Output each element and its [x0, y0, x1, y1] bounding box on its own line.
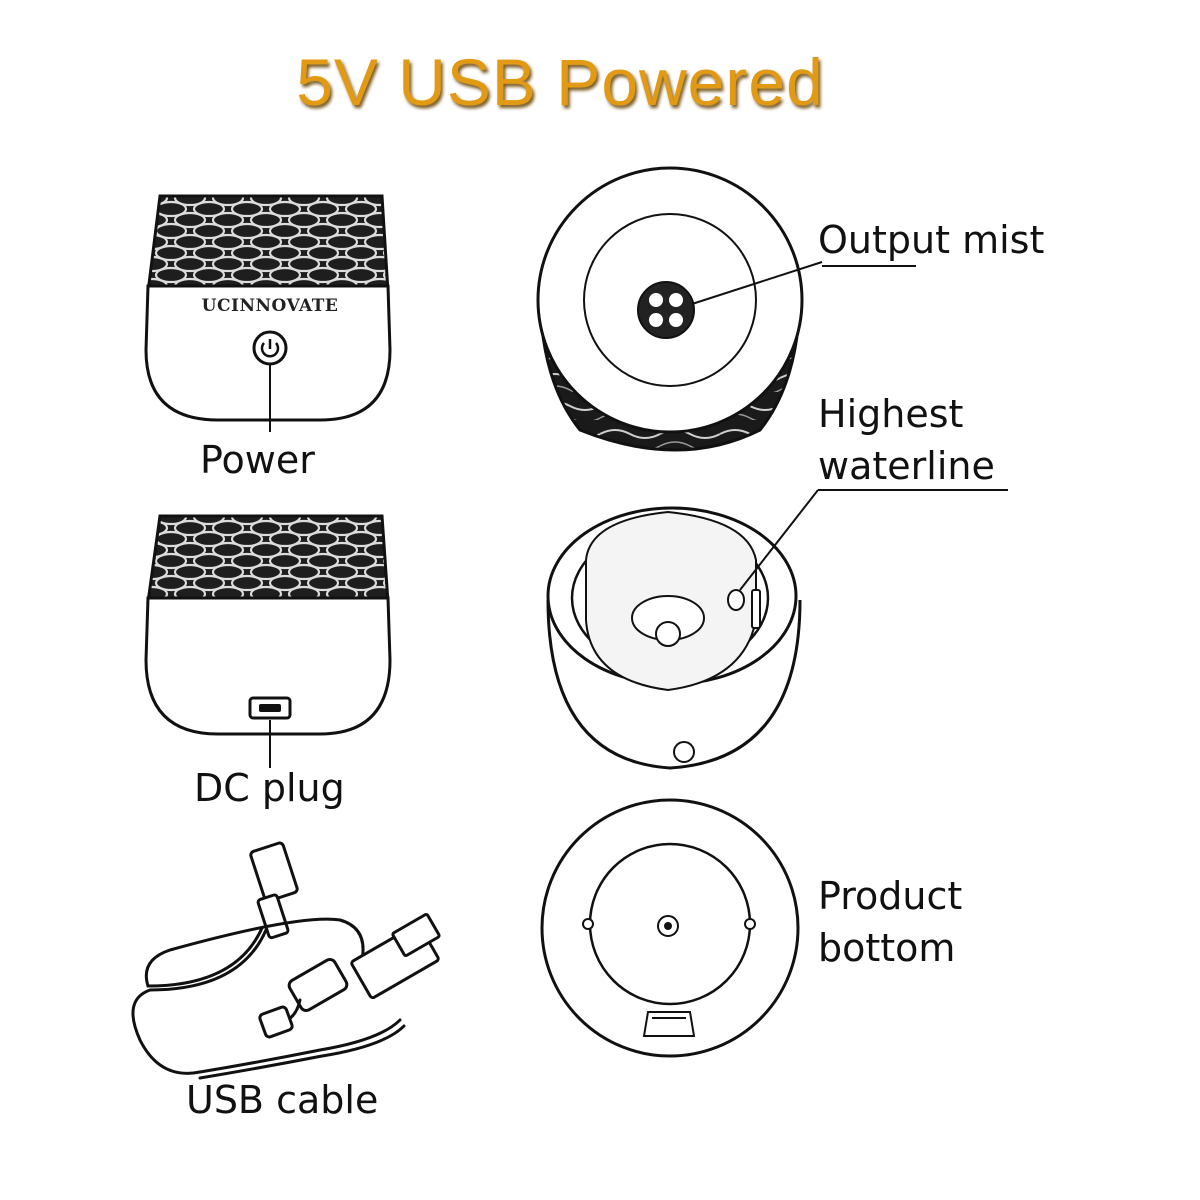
label-power: Power [200, 438, 315, 482]
device-top-view [536, 166, 916, 452]
label-highest: Highest [818, 392, 964, 436]
mist-nozzle-icon [637, 281, 695, 339]
label-output-mist: Output mist [818, 218, 1045, 262]
label-waterline: waterline [818, 444, 995, 488]
headline: 5V USB Powered [296, 45, 824, 119]
label-product: Product [818, 874, 963, 918]
label-bottom: bottom [818, 926, 956, 970]
usb-cable-icon [131, 841, 441, 1080]
brand-logo: UCINNOVATE [202, 296, 339, 316]
micro-usb-port-icon [248, 696, 292, 720]
label-dc-plug: DC plug [194, 766, 345, 810]
power-icon [252, 330, 288, 366]
water-tank-open-view [546, 489, 1008, 770]
label-usb-cable: USB cable [186, 1078, 379, 1122]
device-back-view [144, 514, 392, 768]
device-bottom-view [540, 798, 800, 1058]
device-front-view: UCINNOVATE [144, 194, 392, 432]
